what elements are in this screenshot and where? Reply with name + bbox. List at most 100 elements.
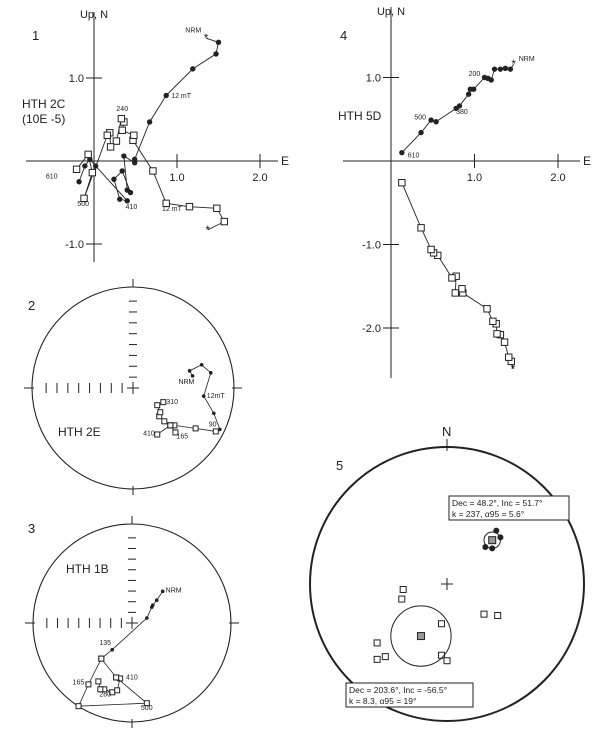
step-label: 500	[414, 114, 426, 121]
data-point-filled	[127, 189, 134, 196]
data-point-filled	[465, 91, 472, 97]
data-point-open	[149, 167, 157, 175]
data-point-filled	[502, 65, 509, 72]
step-label: 280	[99, 691, 111, 698]
stats-box	[448, 495, 570, 521]
y-tick-label: -1.0	[362, 240, 381, 252]
data-point-open	[489, 317, 497, 326]
data-point-filled	[111, 176, 117, 182]
step-label: 12mT	[207, 393, 226, 400]
nrm-star-marker: *	[204, 31, 209, 45]
data-point-open	[97, 686, 104, 693]
step-label: 500	[141, 705, 153, 712]
data-point-filled	[150, 605, 154, 609]
data-point-open	[451, 289, 459, 297]
data-point-filled	[146, 119, 153, 125]
data-point-filled	[76, 179, 82, 185]
data-point-open	[443, 657, 451, 665]
y-tick-label: -1.0	[65, 239, 84, 251]
step-label: NRM	[519, 56, 535, 63]
data-point-filled	[433, 119, 439, 125]
x-tick-label: 2.0	[252, 172, 267, 184]
sample-label: HTH 5D	[338, 109, 382, 123]
stats-line-dec-inc: Dec = 48.2°, Inc = 51.7°	[452, 498, 542, 508]
data-point-open	[398, 179, 406, 187]
data-point-open	[192, 425, 199, 432]
data-point-filled	[482, 544, 489, 551]
step-label: 610	[46, 173, 58, 180]
step-label: 500	[77, 201, 89, 208]
data-point-open	[75, 703, 82, 710]
data-point-filled	[160, 589, 165, 594]
data-point-filled	[163, 92, 169, 99]
step-label: NRM	[178, 379, 194, 386]
data-point-open	[167, 422, 174, 429]
mean-direction-marker	[416, 632, 425, 641]
data-point-open	[160, 399, 167, 406]
data-point-open	[458, 285, 466, 293]
step-label: 90	[209, 421, 217, 428]
data-point-filled	[453, 105, 459, 112]
data-point-filled	[218, 427, 222, 432]
data-point-open	[118, 126, 126, 134]
data-point-open	[113, 674, 120, 681]
units-label: (10E -5)	[22, 112, 65, 126]
step-label: NRM	[166, 587, 182, 594]
alpha95-circle	[390, 605, 452, 667]
step-label: 165	[73, 679, 85, 686]
alpha95-circle	[483, 531, 501, 549]
center-cross	[127, 382, 139, 394]
x-axis-label: E	[281, 154, 289, 168]
data-point-filled	[119, 168, 125, 174]
step-label: 135	[99, 640, 111, 647]
panel-label: 4	[340, 28, 347, 43]
data-point-open	[212, 428, 219, 435]
y-tick-label: 1.0	[366, 73, 381, 85]
data-point-filled	[190, 374, 195, 378]
data-point-filled	[199, 362, 204, 367]
data-point-open	[448, 274, 456, 282]
stats-box	[345, 682, 474, 708]
data-point-filled	[507, 66, 514, 72]
data-point-open	[438, 620, 446, 628]
data-point-filled	[121, 153, 127, 159]
panel-label: 3	[28, 521, 35, 536]
step-label: 610	[408, 153, 420, 160]
sample-label: HTH 2E	[58, 425, 101, 439]
mean-direction-marker	[488, 536, 497, 545]
data-point-open	[483, 305, 491, 313]
data-point-open	[109, 689, 116, 696]
sample-label: HTH 2C	[22, 97, 66, 111]
nrm-star-marker: *	[205, 223, 210, 237]
data-point-open	[157, 409, 164, 416]
x-axis-label: E	[583, 154, 591, 168]
data-point-open	[373, 655, 381, 663]
data-point-filled	[399, 149, 405, 156]
data-point-open	[417, 224, 425, 232]
step-label: 410	[126, 204, 138, 211]
data-point-open	[106, 143, 115, 151]
data-point-open	[98, 655, 105, 662]
data-point-open	[373, 639, 381, 647]
panel-label: 5	[336, 458, 343, 473]
data-point-open	[85, 681, 92, 688]
data-point-open	[80, 194, 88, 203]
data-point-open	[500, 338, 509, 346]
step-label: 380	[456, 109, 468, 116]
panel-label: 1	[32, 28, 39, 43]
data-point-open	[427, 245, 435, 254]
data-point-filled	[201, 394, 206, 398]
data-point-filled	[154, 598, 159, 603]
step-label: 12 mT	[162, 206, 183, 213]
data-point-open	[161, 418, 168, 425]
data-point-filled	[212, 411, 216, 416]
data-point-open	[112, 137, 121, 145]
data-point-filled	[481, 74, 488, 81]
nrm-star-marker: *	[511, 362, 516, 376]
step-label: 165	[176, 434, 188, 441]
step-label: 200	[469, 71, 481, 78]
data-point-filled	[82, 163, 88, 169]
